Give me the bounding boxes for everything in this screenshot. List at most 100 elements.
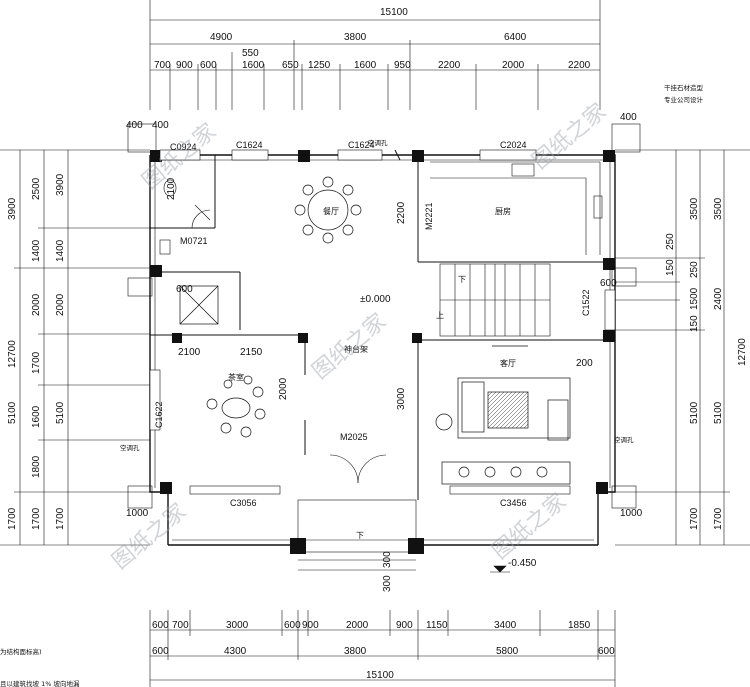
dim-top3-5: 1250 xyxy=(308,60,331,71)
note-footer1: 为结构面标高) xyxy=(0,647,42,656)
dim-top-6400: 6400 xyxy=(504,32,527,43)
notes: 空调孔 空调孔 空调孔 干挂石材造型 专业公司设计 为结构面标高) 且以建筑找坡… xyxy=(0,83,704,687)
dim-bottom-total: 15100 xyxy=(366,670,394,681)
dim-top3-0: 700 xyxy=(154,60,171,71)
code-c3056: C3056 xyxy=(230,498,257,508)
bottom-dimensions xyxy=(149,610,616,687)
dim-bot2-3: 5800 xyxy=(496,646,519,657)
code-m0721: M0721 xyxy=(180,236,208,246)
dim-bot1-0: 600 xyxy=(152,620,169,631)
code-c1624a: C1624 xyxy=(236,140,263,150)
dim-top3-9: 2000 xyxy=(502,60,525,71)
dim-top-3800: 3800 xyxy=(344,32,367,43)
dim-i-2: 400 xyxy=(620,112,637,123)
dim-bot1-8: 3400 xyxy=(494,620,517,631)
dim-right-5100: 5100 xyxy=(689,401,700,424)
dim-i-12: 600 xyxy=(600,278,617,289)
dim-lm-3: 1700 xyxy=(31,351,42,374)
dim-rm-1500: 1500 xyxy=(689,287,700,310)
level-zero: ±0.000 xyxy=(360,294,391,305)
watermarks: 图纸之家 图纸之家 图纸之家 图纸之家 图纸之家 xyxy=(108,99,611,575)
dim-rm-150: 150 xyxy=(689,315,700,332)
dim-i-4: 2150 xyxy=(240,347,263,358)
room-living: 客厅 xyxy=(500,358,516,368)
dim-i-3: 2100 xyxy=(178,347,201,358)
dim-bot2-1: 4300 xyxy=(224,646,247,657)
left-dim-text: 3900 12700 5100 1700 2500 1400 2000 1700… xyxy=(7,173,66,530)
code-c1624b: C1624 xyxy=(348,140,375,150)
dim-bot1-9: 1850 xyxy=(568,620,591,631)
code-m2025: M2025 xyxy=(340,432,368,442)
code-c2024: C2024 xyxy=(500,140,527,150)
dim-i-13: 600 xyxy=(176,284,193,295)
room-tearoom: 茶室 xyxy=(228,372,244,382)
note-ac2: 空调孔 xyxy=(120,443,140,452)
dim-left-12700: 12700 xyxy=(7,340,18,368)
dim-i-7: 2000 xyxy=(278,377,289,400)
dim-right-1700: 1700 xyxy=(689,507,700,530)
windows xyxy=(149,149,616,495)
code-c1522: C1522 xyxy=(581,289,591,316)
dim-bot2-0: 600 xyxy=(152,646,169,657)
dim-bot1-4: 900 xyxy=(302,620,319,631)
dim-top3-4: 650 xyxy=(282,60,299,71)
dim-top3-10: 2200 xyxy=(568,60,591,71)
dim-i-14: 1000 xyxy=(620,508,643,519)
top-dim-text: 15100 4900 3800 6400 550 700 900 600 160… xyxy=(154,7,591,71)
right-dim-text: 3500 3500 2400 12700 5100 5100 1700 1700… xyxy=(665,197,748,530)
dim-bot1-6: 900 xyxy=(396,620,413,631)
tea-set xyxy=(206,375,266,438)
dim-top3-6: 1600 xyxy=(354,60,377,71)
dim-i-9: 300 xyxy=(382,575,393,592)
dim-left-5100: 5100 xyxy=(7,401,18,424)
watermark-4: 图纸之家 xyxy=(108,499,191,575)
living-furniture xyxy=(435,345,571,485)
stair-up: 上 xyxy=(436,311,444,320)
room-labels: 餐厅 厨房 茶室 客厅 神台架 下 上 下 xyxy=(228,206,516,540)
dim-li-3900: 3900 xyxy=(55,173,66,196)
code-m2221: M2221 xyxy=(424,202,434,230)
room-dining: 餐厅 xyxy=(323,207,339,216)
room-kitchen: 厨房 xyxy=(495,206,511,216)
levels: ±0.000 -0.450 xyxy=(360,294,537,569)
dim-top-total: 15100 xyxy=(380,7,408,18)
elevator xyxy=(179,285,219,325)
dim-bot1-5: 2000 xyxy=(346,620,369,631)
note-ac1: 空调孔 xyxy=(368,138,388,147)
dim-top3-3: 1600 xyxy=(242,60,265,71)
dim-lm-4: 1600 xyxy=(31,405,42,428)
dim-left-1700: 1700 xyxy=(7,507,18,530)
top-dimensions xyxy=(149,0,601,110)
code-c1622: C1622 xyxy=(154,401,164,428)
dim-lm-1: 1400 xyxy=(31,239,42,262)
dim-top3-1: 900 xyxy=(176,60,193,71)
watermark-3: 图纸之家 xyxy=(308,309,391,385)
dim-i-5: 2200 xyxy=(396,201,407,224)
dim-right-2400: 2400 xyxy=(713,287,724,310)
dim-i-10: 300 xyxy=(382,551,393,568)
dim-rm-250: 250 xyxy=(689,261,700,278)
dim-right-3500b: 3500 xyxy=(713,197,724,220)
note-stone1: 干挂石材造型 xyxy=(664,83,704,92)
note-ac3: 空调孔 xyxy=(614,435,634,444)
dim-i-6: 3000 xyxy=(396,387,407,410)
window-door-codes: C0924 C1624 C1624 C2024 M0721 M2221 C152… xyxy=(154,140,591,508)
dim-right-5100b: 5100 xyxy=(713,401,724,424)
dim-rm-250b: 250 xyxy=(665,233,676,250)
dim-lm-2: 2000 xyxy=(31,293,42,316)
dim-bot2-2: 3800 xyxy=(344,646,367,657)
stair-down: 下 xyxy=(458,275,466,284)
steps-down: 下 xyxy=(356,531,364,540)
dim-lm-0: 2500 xyxy=(31,177,42,200)
dim-li-2000: 2000 xyxy=(55,293,66,316)
dim-li-1700: 1700 xyxy=(55,507,66,530)
dim-top-4900: 4900 xyxy=(210,32,233,43)
left-dimensions xyxy=(0,149,150,546)
right-dimensions xyxy=(615,149,750,546)
dim-right-3500: 3500 xyxy=(689,197,700,220)
dim-lm-5: 1800 xyxy=(31,455,42,478)
dining-table xyxy=(294,176,362,244)
dim-rm-150b: 150 xyxy=(665,259,676,276)
dim-right-12700: 12700 xyxy=(737,338,748,366)
